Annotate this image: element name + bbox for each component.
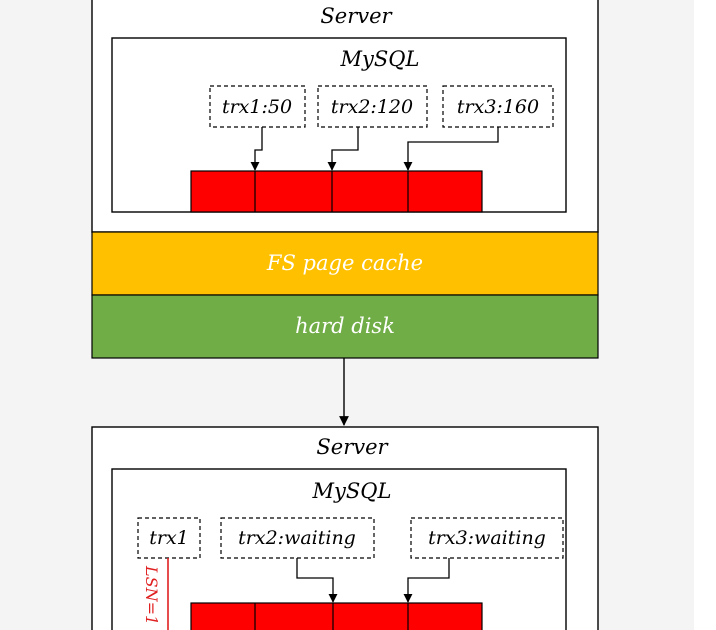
bottom-trx1-label: trx1 <box>149 527 189 549</box>
top-mysql-label: MySQL <box>340 47 420 71</box>
fs-page-cache-label: FS page cache <box>266 251 423 275</box>
top-trx1-box <box>209 85 306 128</box>
bottom-trx1-box <box>137 517 201 559</box>
hard-disk-band <box>91 294 599 359</box>
top-trx3-arrow <box>403 127 499 171</box>
lsn-label: LSN=1 <box>142 565 161 625</box>
top-trx2-box <box>317 85 428 128</box>
hard-disk-label: hard disk <box>295 314 395 338</box>
bottom-redo-buffer <box>190 602 483 630</box>
top-trx2-arrow <box>327 127 359 171</box>
top-trx3-label: trx3:160 <box>457 96 539 118</box>
bottom-trx2-arrow <box>296 558 338 603</box>
bottom-trx3-label: trx3:waiting <box>428 527 546 549</box>
bottom-trx3-box <box>410 517 564 559</box>
top-trx2-label: trx2:120 <box>331 96 413 118</box>
top-trx1-label: trx1:50 <box>222 96 292 118</box>
page-margin <box>694 0 716 630</box>
bottom-server-label: Server <box>316 435 389 459</box>
top-redo-buffer <box>190 170 483 213</box>
fs-page-cache-band <box>91 231 599 296</box>
top-server-label: Server <box>320 4 393 28</box>
bottom-mysql-label: MySQL <box>312 479 392 503</box>
top-trx3-box <box>442 85 554 128</box>
bottom-trx2-label: trx2:waiting <box>238 527 356 549</box>
top-trx1-arrow <box>250 127 263 171</box>
bottom-trx3-arrow <box>403 558 450 603</box>
